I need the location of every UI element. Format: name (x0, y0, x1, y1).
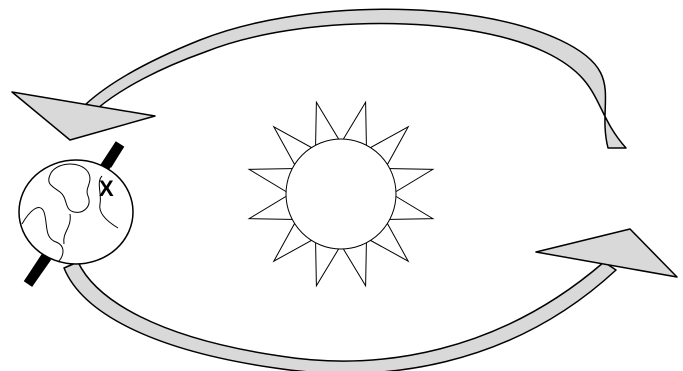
sun-disc (286, 139, 396, 249)
sun-icon (249, 102, 433, 286)
orbit-arrow-bottom (64, 262, 616, 371)
orbit-arrowhead-left (12, 92, 155, 140)
earth-globe-icon: X (19, 144, 133, 284)
earth-axis-upper (107, 144, 120, 165)
location-marker-x: X (99, 176, 114, 201)
